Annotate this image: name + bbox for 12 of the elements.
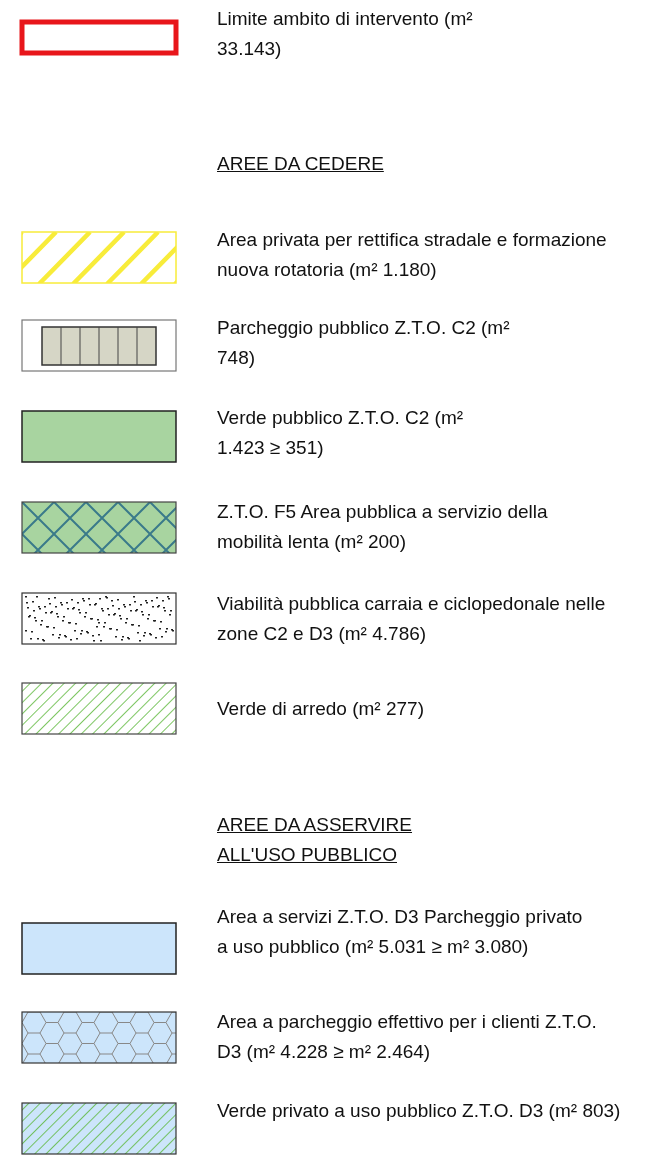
legend-text: Area a servizi Z.T.O. D3 Parcheggio privato a uso pubblico (m² 5.031 ≥ m² 3.080) (217, 905, 584, 959)
legend-text: Verde di arredo (m² 277) (217, 697, 425, 721)
section-heading: AREE DA CEDERE (217, 152, 385, 176)
legend-text: Viabilità pubblica carraia e ciclopedonale nelle zone C2 e D3 (m² 4.786) (217, 592, 607, 646)
legend-text: Area a parcheggio effettivo per i clienti Z.T.O. D3 (m² 4.228 ≥ m² 2.464) (217, 1010, 598, 1064)
section-heading: AREE DA ASSERVIRE ALL'USO PUBBLICO (217, 813, 413, 867)
legend-text: Area privata per rettifica stradale e formazione nuova rotatoria (m² 1.180) (217, 228, 608, 282)
legend-text: Limite ambito di intervento (m² 33.143) (217, 7, 474, 61)
legend-text: Verde pubblico Z.T.O. C2 (m² 1.423 ≥ 351) (217, 406, 465, 460)
legend-text: Z.T.O. F5 Area pubblica a servizio della mobilità lenta (m² 200) (217, 500, 549, 554)
legend-text: Verde privato a uso pubblico Z.T.O. D3 (m² 803) (217, 1099, 622, 1123)
legend-text: Parcheggio pubblico Z.T.O. C2 (m² 748) (217, 316, 511, 370)
